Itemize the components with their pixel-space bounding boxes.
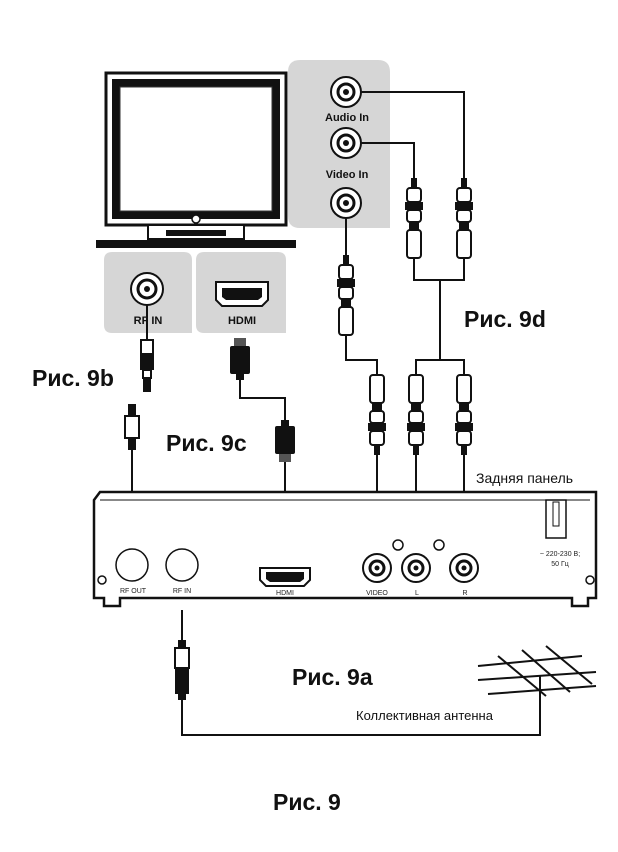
- hdmi-port: HDMI: [259, 567, 311, 597]
- audio-in-label: Audio In: [325, 112, 369, 124]
- power-cord: ~ 220-230 В; 50 Гц: [540, 499, 580, 568]
- tv-hdmi-panel: HDMI: [196, 252, 286, 333]
- audio-in-top-jack: [330, 76, 362, 108]
- audio-plug-tv-left: [404, 177, 424, 259]
- audio-in-bottom-jack: [330, 127, 362, 159]
- rf-in-label: RF IN: [173, 588, 191, 595]
- fig-main-label: Рис. 9: [273, 789, 341, 815]
- video-plug-receiver: [367, 374, 387, 456]
- audio-plug-receiver-right: [454, 374, 474, 456]
- rf-in-port: RF IN: [165, 548, 199, 595]
- audio-plug-tv-right: [454, 177, 474, 259]
- power-spec-line1: ~ 220-230 В;: [540, 551, 580, 558]
- power-spec-line2: 50 Гц: [551, 561, 569, 568]
- fig-9a-label: Рис. 9a: [292, 664, 373, 690]
- video-plug-tv: [336, 254, 356, 336]
- fig-9d-label: Рис. 9d: [464, 306, 546, 332]
- audio-left-label: L: [415, 590, 419, 597]
- video-port-label: VIDEO: [366, 590, 388, 597]
- rf-out-port: RF OUT: [115, 548, 149, 595]
- hdmi-plug-receiver: [275, 420, 295, 462]
- audio-left-port: L: [401, 553, 431, 597]
- antenna-label: Коллективная антенна: [356, 708, 494, 723]
- fig-9c-label: Рис. 9c: [166, 430, 247, 456]
- tv-hdmi-label: HDMI: [228, 315, 256, 327]
- rf-out-label: RF OUT: [120, 588, 147, 595]
- tv-av-panel: Audio In Video In: [288, 60, 390, 228]
- receiver-rear-panel: RF OUT RF IN HDMI VIDEO L: [92, 490, 598, 608]
- tv-monitor: [96, 71, 296, 248]
- audio-right-label: R: [462, 590, 467, 597]
- hdmi-plug-tv: [230, 338, 250, 380]
- rear-panel-label: Задняя панель: [476, 470, 573, 486]
- rf-cable-plug-tv: [139, 339, 155, 392]
- video-in-label: Video In: [326, 169, 369, 181]
- fig-9b-label: Рис. 9b: [32, 365, 114, 391]
- tv-rf-in-panel: RF IN: [104, 252, 192, 333]
- tv-rf-in-label: RF IN: [134, 315, 163, 327]
- audio-plug-receiver-left: [406, 374, 426, 456]
- video-port: VIDEO: [362, 553, 392, 597]
- antenna-plug: [174, 640, 190, 700]
- antenna-icon: [477, 645, 597, 697]
- rf-cable-plug-receiver: [124, 404, 140, 450]
- audio-right-port: R: [449, 553, 479, 597]
- hdmi-port-label: HDMI: [276, 590, 294, 597]
- video-in-jack: [330, 187, 362, 219]
